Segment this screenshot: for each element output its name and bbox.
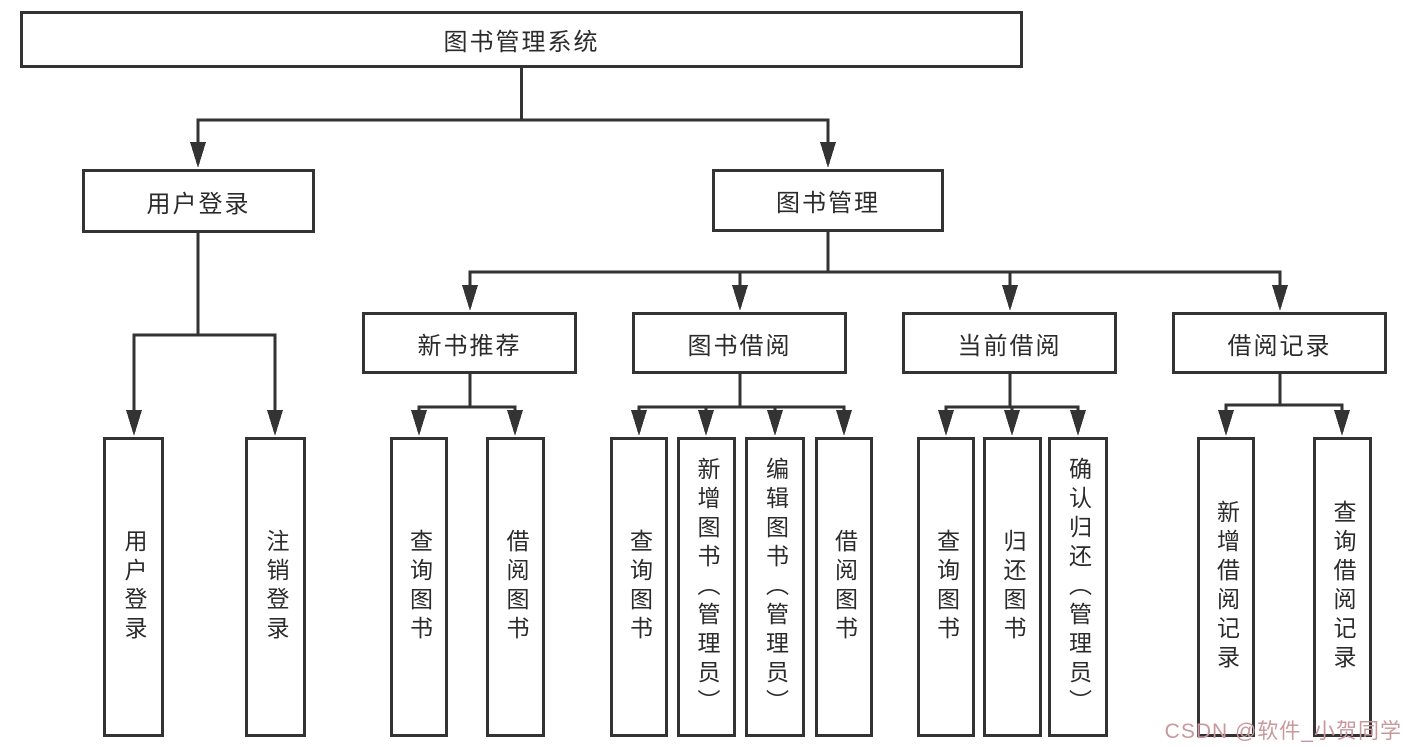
leaf-logout: 注销登录 [245, 437, 306, 737]
node-new-book-recommend: 新书推荐 [362, 312, 577, 374]
leaf-label: 新增图书（管理员） [694, 456, 720, 718]
leaf-label: 借阅图书 [831, 529, 858, 645]
leaf-add-book-admin: 新增图书（管理员） [677, 437, 736, 737]
leaf-query-books-3: 查询图书 [917, 437, 975, 737]
leaf-user-login: 用户登录 [103, 437, 164, 737]
node-book-borrowing: 图书借阅 [632, 312, 847, 374]
node-book-management: 图书管理 [712, 169, 944, 232]
leaf-query-borrow-record: 查询借阅记录 [1313, 437, 1372, 737]
leaf-edit-book-admin: 编辑图书（管理员） [745, 437, 805, 737]
leaf-borrow-books-2: 借阅图书 [815, 437, 873, 737]
node-current-borrowing: 当前借阅 [902, 312, 1117, 374]
leaf-label: 用户登录 [121, 529, 147, 645]
leaf-borrow-books-1: 借阅图书 [486, 437, 545, 737]
leaf-label: 确认归还（管理员） [1065, 456, 1092, 718]
leaf-return-book: 归还图书 [983, 437, 1042, 737]
leaf-label: 新增借阅记录 [1213, 500, 1240, 674]
leaf-label: 借阅图书 [503, 529, 529, 645]
leaf-query-books-2: 查询图书 [610, 437, 668, 737]
leaf-confirm-return-admin: 确认归还（管理员） [1048, 437, 1108, 737]
node-root: 图书管理系统 [20, 11, 1023, 68]
watermark: CSDN @软件_小贺同学 [1164, 720, 1402, 743]
leaf-label: 查询图书 [406, 529, 433, 645]
node-borrowing-records: 借阅记录 [1172, 312, 1387, 374]
leaf-label: 编辑图书（管理员） [762, 456, 789, 718]
leaf-query-books-1: 查询图书 [390, 437, 448, 737]
leaf-label: 归还图书 [1000, 529, 1026, 645]
leaf-add-borrow-record: 新增借阅记录 [1197, 437, 1255, 737]
leaf-label: 查询图书 [933, 529, 960, 645]
leaf-label: 查询借阅记录 [1330, 500, 1356, 674]
node-user-login: 用户登录 [82, 169, 315, 233]
leaf-label: 查询图书 [626, 529, 653, 645]
leaf-label: 注销登录 [263, 529, 289, 645]
